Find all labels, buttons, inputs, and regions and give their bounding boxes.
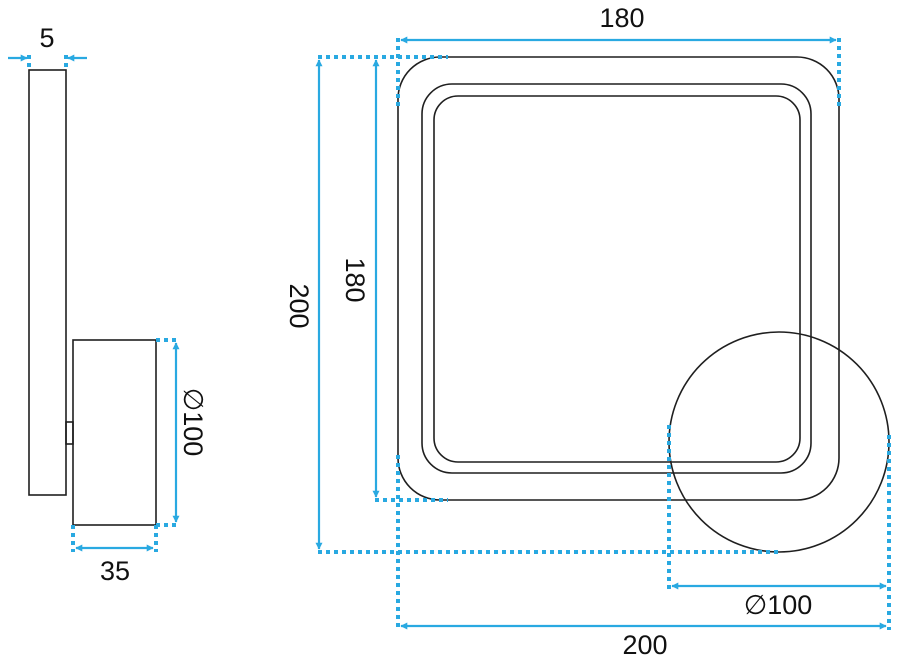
label-plate-thickness: 5: [39, 23, 54, 53]
label-frame-height: 180: [340, 257, 370, 302]
dimension-labels: 5 35 ∅100 180 180 200 ∅100 200: [39, 3, 812, 656]
label-front-diameter: ∅100: [744, 590, 813, 620]
extension-lines: [27, 38, 891, 630]
front-view: [397, 56, 890, 553]
frame-outer: [397, 56, 840, 501]
label-side-diameter: ∅100: [178, 388, 208, 457]
label-frame-width: 180: [599, 3, 644, 33]
side-base: [72, 339, 157, 526]
label-total-width: 200: [622, 630, 667, 656]
side-plate: [28, 69, 67, 496]
frame-inner: [433, 95, 801, 463]
side-connector: [65, 421, 74, 445]
frame-middle: [421, 83, 812, 474]
label-total-height: 200: [284, 283, 314, 328]
label-base-depth: 35: [100, 556, 130, 586]
side-view: [28, 69, 157, 526]
dimension-arrows: [8, 36, 887, 630]
front-base-disc: [668, 331, 890, 553]
